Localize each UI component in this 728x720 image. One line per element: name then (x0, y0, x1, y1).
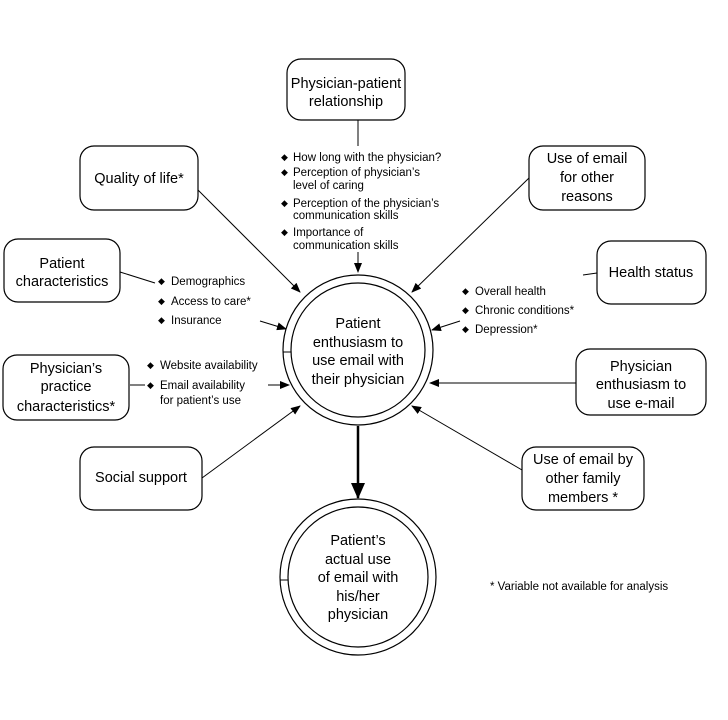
svg-text:◆: ◆ (281, 198, 288, 208)
node-health-status: Health status (596, 240, 707, 305)
svg-text:Patient’s: Patient’s (330, 533, 385, 549)
connector-line (582, 272, 598, 276)
footnote: * Variable not available for analysis (490, 581, 668, 593)
node-use-email-other: Use of email for other reasons (528, 145, 646, 211)
svg-text:use email with: use email with (312, 353, 404, 369)
svg-text:◆: ◆ (462, 324, 469, 334)
svg-text:use e-mail: use e-mail (608, 396, 675, 412)
svg-text:◆: ◆ (462, 286, 469, 296)
svg-text:actual use: actual use (325, 552, 391, 568)
node-social-support: Social support (79, 446, 203, 511)
node-patient-characteristics: Patient characteristics (3, 238, 121, 303)
svg-text:communication skills: communication skills (293, 240, 399, 252)
svg-text:enthusiasm to: enthusiasm to (313, 335, 403, 351)
arrow-quality-of-life (197, 189, 301, 293)
node-quality-of-life: Quality of life* (79, 145, 199, 211)
svg-text:◆: ◆ (158, 296, 165, 306)
svg-text:Quality of life*: Quality of life* (94, 171, 184, 187)
svg-text:Health status: Health status (609, 265, 694, 281)
node-family-use: Use of email by other family members * (521, 446, 645, 511)
connector-line (119, 271, 156, 284)
svg-text:Email availability: Email availability (160, 380, 245, 392)
svg-text:◆: ◆ (281, 152, 288, 162)
svg-text:members *: members * (548, 490, 618, 506)
svg-text:level of caring: level of caring (293, 180, 364, 192)
list-relationship: ◆ How long with the physician? ◆ Percept… (281, 152, 441, 252)
svg-text:relationship: relationship (309, 94, 383, 110)
svg-text:for other: for other (560, 170, 614, 186)
svg-text:◆: ◆ (158, 276, 165, 286)
node-actual-use: Patient’s actual use of email with his/h… (279, 498, 437, 656)
list-health: ◆ Overall health ◆ Chronic conditions* ◆… (462, 286, 575, 336)
node-physician-enthusiasm: Physician enthusiasm to use e-mail (575, 348, 707, 416)
svg-text:characteristics: characteristics (16, 274, 109, 290)
svg-text:Social support: Social support (95, 470, 187, 486)
list-patient-characteristics: ◆ Demographics ◆ Access to care* ◆ Insur… (158, 276, 251, 327)
svg-text:Demographics: Demographics (171, 276, 245, 288)
svg-text:Overall health: Overall health (475, 286, 546, 298)
svg-text:Perception of physician’s: Perception of physician’s (293, 167, 420, 179)
arrow-patient-characteristics (259, 320, 287, 331)
svg-text:communication skills: communication skills (293, 210, 399, 222)
list-practice: ◆ Website availability ◆ Email availabil… (147, 360, 258, 407)
arrow-social-support (201, 405, 301, 479)
svg-text:Insurance: Insurance (171, 315, 222, 327)
arrow-health-status (431, 320, 461, 332)
svg-text:Chronic conditions*: Chronic conditions* (475, 305, 575, 317)
svg-text:practice: practice (41, 379, 92, 395)
arrow-use-email-other (411, 177, 530, 293)
svg-text:enthusiasm to: enthusiasm to (596, 377, 686, 393)
svg-text:for patient’s use: for patient’s use (160, 395, 241, 407)
svg-text:◆: ◆ (281, 167, 288, 177)
svg-text:Use of email: Use of email (547, 151, 628, 167)
svg-text:of email with: of email with (318, 570, 399, 586)
svg-text:physician: physician (328, 607, 388, 623)
node-patient-enthusiasm: Patient enthusiasm to use email with the… (282, 274, 434, 426)
svg-text:Patient: Patient (335, 316, 380, 332)
svg-text:Use of email by: Use of email by (533, 452, 634, 468)
svg-text:Physician-patient: Physician-patient (291, 76, 401, 92)
svg-text:◆: ◆ (281, 227, 288, 237)
svg-text:◆: ◆ (158, 315, 165, 325)
svg-text:Depression*: Depression* (475, 324, 538, 336)
connectors (119, 120, 598, 499)
node-physician-patient-relationship: Physician-patient relationship (286, 58, 406, 121)
svg-text:his/her: his/her (336, 589, 380, 605)
svg-text:Patient: Patient (39, 256, 84, 272)
node-practice-characteristics: Physician’s practice characteristics* (2, 354, 130, 421)
svg-text:Perception of the physician’s: Perception of the physician’s (293, 198, 439, 210)
svg-text:Physician: Physician (610, 359, 672, 375)
svg-text:reasons: reasons (561, 189, 613, 205)
svg-text:◆: ◆ (462, 305, 469, 315)
svg-text:their physician: their physician (312, 372, 405, 388)
arrow-family-use (411, 405, 523, 471)
svg-text:Website availability: Website availability (160, 360, 258, 372)
svg-text:characteristics*: characteristics* (17, 399, 116, 415)
svg-text:How long with the physician?: How long with the physician? (293, 152, 441, 164)
svg-text:Access to care*: Access to care* (171, 296, 251, 308)
svg-text:other family: other family (546, 471, 622, 487)
svg-text:Physician’s: Physician’s (30, 361, 102, 377)
svg-text:◆: ◆ (147, 380, 154, 390)
svg-text:Importance of: Importance of (293, 227, 364, 239)
svg-text:◆: ◆ (147, 360, 154, 370)
